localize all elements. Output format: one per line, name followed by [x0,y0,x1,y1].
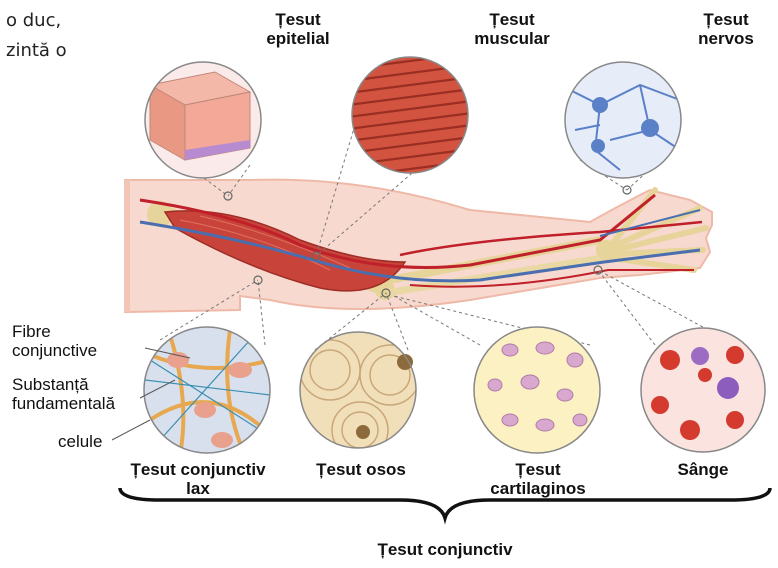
epithelial-tissue-circle [145,62,261,178]
nerve-tissue-circle [565,62,681,178]
blood-circle [641,328,765,452]
label-celule: celule [58,432,102,451]
loose-connective-tissue-circle [140,327,270,455]
label-conjunctiv-lax: Țesut conjunctiv lax [110,460,286,498]
text-fragment-line-1: o duc, [6,6,61,35]
label-muscular: Țesut muscular [462,10,562,48]
label-substanta-fundamentala: Substanță fundamentală [12,375,115,413]
label-nervos: Țesut nervos [684,10,768,48]
cartilage-tissue-circle [474,327,600,453]
label-epitelial: Țesut epitelial [250,10,346,48]
muscle-tissue-circle [340,52,480,178]
label-sange: Sânge [660,460,746,479]
bone-tissue-circle [300,332,420,458]
label-cartilaginos: Țesut cartilaginos [478,460,598,498]
label-fibre-conjunctive: Fibre conjunctive [12,322,97,360]
text-fragment-line-2: zintă o [6,36,67,65]
label-tesut-conjunctiv: Țesut conjunctiv [340,540,550,559]
label-osos: Țesut osos [298,460,424,479]
